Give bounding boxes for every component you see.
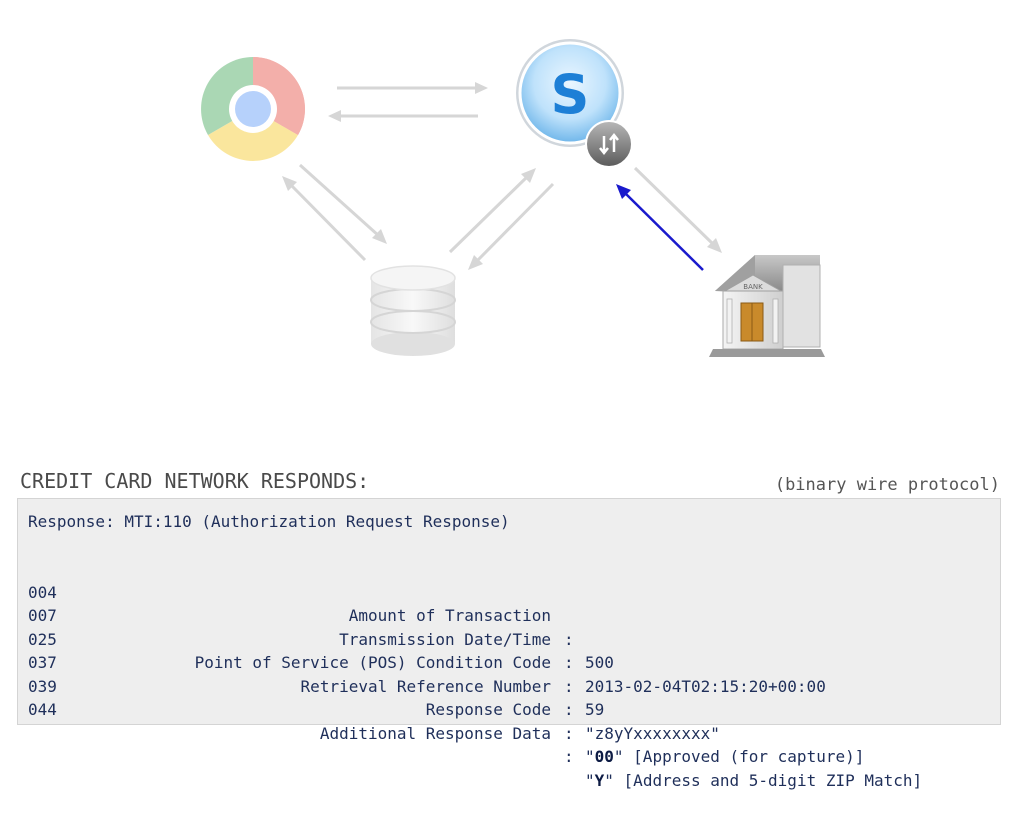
section-title: CREDIT CARD NETWORK RESPONDS:	[20, 469, 370, 493]
field-value: 59	[585, 700, 605, 719]
field-name: Amount of Transaction	[348, 606, 551, 625]
arrow-gateway-to-database	[468, 182, 555, 270]
field-value: "Y" [Address and 5-digit ZIP Match]	[585, 770, 923, 790]
arrow-browser-to-gateway	[337, 82, 488, 94]
field-code: 004	[28, 582, 57, 602]
field-code: 025	[28, 629, 57, 649]
field-value: 500	[585, 653, 614, 672]
field-name: Retrieval Reference Number	[300, 676, 551, 696]
protocol-note: (binary wire protocol)	[774, 475, 1000, 495]
svg-text:S: S	[551, 63, 590, 126]
field-separator: :	[564, 700, 574, 719]
field-separator: :	[564, 676, 574, 696]
field-code: 039	[28, 676, 57, 696]
arrow-bank-to-gateway-active	[616, 184, 704, 271]
field-separator: :	[564, 747, 574, 766]
payment-flow-diagram: S BANK	[201, 39, 825, 357]
arrow-gateway-to-bank	[633, 166, 722, 253]
field-row: 004 Amount of Transaction : 500	[18, 557, 998, 673]
avs-code-value: Y	[594, 770, 605, 790]
field-value: "00" [Approved (for capture)]	[585, 747, 865, 766]
chrome-browser-icon	[201, 57, 305, 161]
arrow-database-to-browser	[282, 176, 367, 262]
field-separator: :	[564, 629, 574, 649]
bank-building-icon: BANK	[709, 255, 825, 357]
field-name: Point of Service (POS) Condition Code	[194, 653, 551, 672]
field-separator: :	[564, 723, 574, 743]
field-code: 044	[28, 700, 57, 719]
arrow-gateway-to-browser	[328, 110, 478, 122]
field-row: 039 Response Code : "00" [Approved (for …	[18, 651, 998, 767]
response-panel: Response: MTI:110 (Authorization Request…	[17, 498, 1001, 790]
field-value: 2013-02-04T02:15:20+00:00	[585, 676, 826, 696]
exchange-arrows-icon	[585, 120, 633, 168]
field-name: Transmission Date/Time	[339, 629, 551, 649]
field-row: 025 Point of Service (POS) Condition Cod…	[18, 604, 998, 720]
field-value: "z8yYxxxxxxxx"	[585, 723, 720, 743]
database-icon	[370, 265, 456, 356]
response-header: Response: MTI:110 (Authorization Request…	[28, 512, 510, 531]
arrow-browser-to-database	[298, 163, 387, 244]
field-name: Additional Response Data	[319, 723, 551, 743]
bank-sign: BANK	[743, 283, 763, 291]
field-row: 037 Retrieval Reference Number : "z8yYxx…	[18, 628, 998, 743]
field-code: 007	[28, 606, 57, 625]
response-code-value: 00	[594, 747, 614, 766]
field-row: 044 Additional Response Data : "Y" [Addr…	[18, 675, 998, 790]
field-name: Response Code	[425, 700, 551, 719]
stripe-s-icon: S	[516, 39, 624, 147]
field-row: 007 Transmission Date/Time : 2013-02-04T…	[18, 581, 998, 696]
field-separator: :	[564, 653, 574, 672]
field-code: 037	[28, 653, 57, 672]
arrow-database-to-gateway	[448, 168, 536, 254]
